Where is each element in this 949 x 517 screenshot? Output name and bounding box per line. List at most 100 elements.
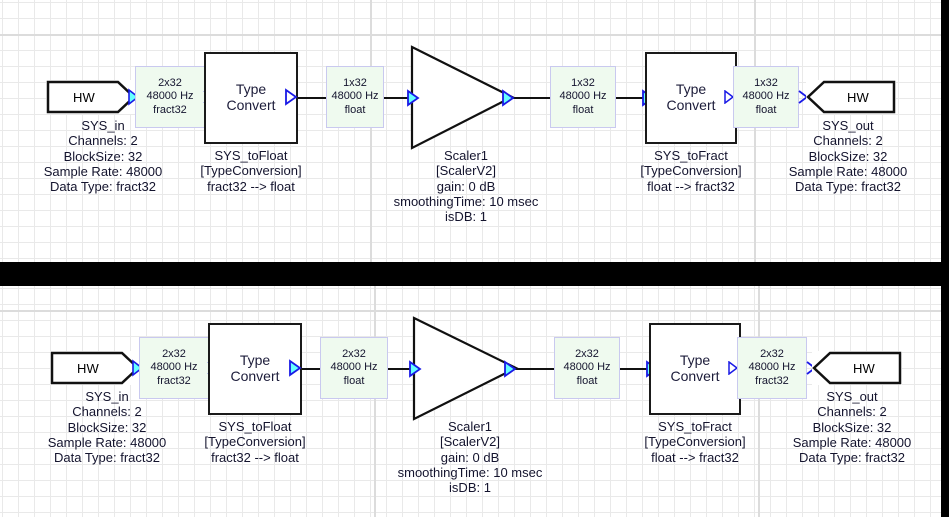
caption-line: BlockSize: 32 — [63, 148, 143, 164]
caption-scaler: Scaler1 [ScalerV2] gain: 0 dB smoothingT… — [352, 148, 580, 225]
port-output-scaler — [502, 360, 518, 378]
signal-line-type: float — [576, 374, 598, 387]
signal-line-rate: 48000 Hz — [742, 90, 790, 103]
hw-output-label: HW — [852, 360, 876, 376]
caption-line: SYS_toFloat — [218, 419, 292, 434]
caption-line: Scaler1 — [443, 148, 489, 163]
signal-label-out-float[interactable]: 1x32 48000 Hz float — [733, 66, 799, 128]
caption-line: [ScalerV2] — [436, 163, 496, 179]
signal-line-type: fract32 — [153, 103, 187, 116]
port-output-sysin — [126, 88, 140, 106]
signal-line-type: float — [343, 374, 365, 387]
caption-line: Data Type: fract32 — [799, 450, 905, 466]
signal-line-dims: 1x32 — [571, 76, 595, 89]
caption-line: Sample Rate: 48000 — [47, 434, 167, 450]
signal-line-type: fract32 — [755, 374, 789, 387]
caption-line: [ScalerV2] — [440, 434, 500, 450]
hw-output-shape — [806, 80, 896, 114]
caption-line: Sample Rate: 48000 — [792, 434, 912, 450]
diagram-pane-top[interactable]: HW SYS_in Channels: 2 BlockSize: 32 Samp… — [0, 0, 941, 262]
caption-line: Channels: 2 — [813, 133, 883, 149]
caption-line: [TypeConversion] — [200, 163, 302, 179]
signal-label-out-fract32[interactable]: 2x32 48000 Hz fract32 — [737, 337, 807, 399]
right-edge-strip — [941, 0, 949, 517]
module-sys-tofloat[interactable]: Type Convert — [208, 323, 302, 415]
caption-line: BlockSize: 32 — [812, 419, 892, 435]
caption-sys-out: SYS_out Channels: 2 BlockSize: 32 Sample… — [748, 118, 941, 195]
wire-signal-to-scaler — [384, 97, 410, 99]
signal-line-rate: 48000 Hz — [748, 361, 796, 374]
caption-line: smoothingTime: 10 msec — [397, 464, 543, 480]
hw-input-shape — [46, 80, 136, 114]
caption-line: SYS_toFract — [658, 419, 732, 434]
caption-line: SYS_toFract — [654, 148, 728, 163]
caption-line: SYS_out — [826, 389, 878, 404]
caption-scaler: Scaler1 [ScalerV2] gain: 0 dB smoothingT… — [356, 419, 584, 496]
caption-sys-tofloat: SYS_toFloat [TypeConversion] fract32 -->… — [182, 419, 328, 465]
caption-line: SYS_in — [85, 389, 129, 404]
caption-line: [TypeConversion] — [204, 434, 306, 450]
signal-line-type: float — [344, 103, 366, 116]
hw-output-block[interactable]: HW — [806, 80, 896, 114]
hw-input-label: HW — [76, 360, 100, 376]
signal-line-rate: 48000 Hz — [150, 361, 198, 374]
port-output-tofract — [727, 361, 739, 375]
module-sys-tofract[interactable]: Type Convert — [645, 52, 737, 144]
caption-sys-tofract: SYS_toFract [TypeConversion] float --> f… — [622, 419, 768, 465]
caption-line: Data Type: fract32 — [795, 179, 901, 195]
caption-line: float --> fract32 — [647, 178, 735, 194]
caption-line: SYS_toFloat — [214, 148, 288, 163]
signal-label-tofloat-out[interactable]: 2x32 48000 Hz float — [320, 337, 388, 399]
caption-line: Data Type: fract32 — [54, 450, 160, 466]
hw-input-block[interactable]: HW — [50, 351, 140, 385]
hw-output-block[interactable]: HW — [812, 351, 902, 385]
signal-line-rate: 48000 Hz — [563, 361, 611, 374]
caption-line: SYS_in — [81, 118, 125, 133]
caption-line: Sample Rate: 48000 — [43, 163, 163, 179]
caption-line: smoothingTime: 10 msec — [393, 193, 539, 209]
port-output-tofloat — [283, 88, 299, 106]
port-output-tofloat — [287, 359, 303, 377]
diagram-pane-bottom[interactable]: HW SYS_in Channels: 2 BlockSize: 32 Samp… — [0, 286, 941, 517]
signal-line-rate: 48000 Hz — [330, 361, 378, 374]
caption-sys-in: SYS_in Channels: 2 BlockSize: 32 Sample … — [4, 389, 210, 466]
grid-major-line — [0, 34, 941, 36]
grid-major-line — [754, 0, 756, 262]
wire-scaler-to-signal — [512, 97, 550, 99]
grid-major-line — [374, 286, 376, 517]
caption-line: Channels: 2 — [817, 404, 887, 420]
signal-line-type: float — [755, 103, 777, 116]
wire-signal-to-tofract — [620, 368, 650, 370]
module-sys-tofloat[interactable]: Type Convert — [204, 52, 298, 144]
hw-input-block[interactable]: HW — [46, 80, 136, 114]
caption-line: [TypeConversion] — [640, 163, 742, 179]
hw-input-shape — [50, 351, 140, 385]
signal-label-tofloat-out[interactable]: 1x32 48000 Hz float — [326, 66, 384, 128]
module-label-line: Convert — [226, 97, 276, 113]
module-label-line: Convert — [230, 368, 280, 384]
signal-label-in-fract32[interactable]: 2x32 48000 Hz fract32 — [135, 66, 205, 128]
separator-band — [0, 262, 949, 286]
module-label-line: Type — [235, 81, 267, 98]
caption-sys-tofract: SYS_toFract [TypeConversion] float --> f… — [618, 148, 764, 194]
signal-line-dims: 1x32 — [754, 76, 778, 89]
signal-line-rate: 48000 Hz — [559, 90, 607, 103]
signal-line-type: float — [572, 103, 594, 116]
caption-line: Scaler1 — [447, 419, 493, 434]
signal-line-dims: 2x32 — [760, 347, 784, 360]
grid-major-line — [0, 310, 941, 312]
caption-line: Channels: 2 — [68, 133, 138, 149]
wire-signal-to-scaler — [388, 368, 414, 370]
signal-line-dims: 2x32 — [342, 347, 366, 360]
signal-label-scaler-out[interactable]: 1x32 48000 Hz float — [550, 66, 616, 128]
signal-label-in-fract32[interactable]: 2x32 48000 Hz fract32 — [139, 337, 209, 399]
signal-line-rate: 48000 Hz — [331, 90, 379, 103]
module-sys-tofract[interactable]: Type Convert — [649, 323, 741, 415]
signal-line-type: fract32 — [157, 374, 191, 387]
port-output-scaler — [500, 89, 516, 107]
module-label-line: Convert — [666, 97, 716, 113]
port-output-sysin — [130, 359, 144, 377]
caption-line: Data Type: fract32 — [50, 179, 156, 195]
signal-label-scaler-out[interactable]: 2x32 48000 Hz float — [554, 337, 620, 399]
